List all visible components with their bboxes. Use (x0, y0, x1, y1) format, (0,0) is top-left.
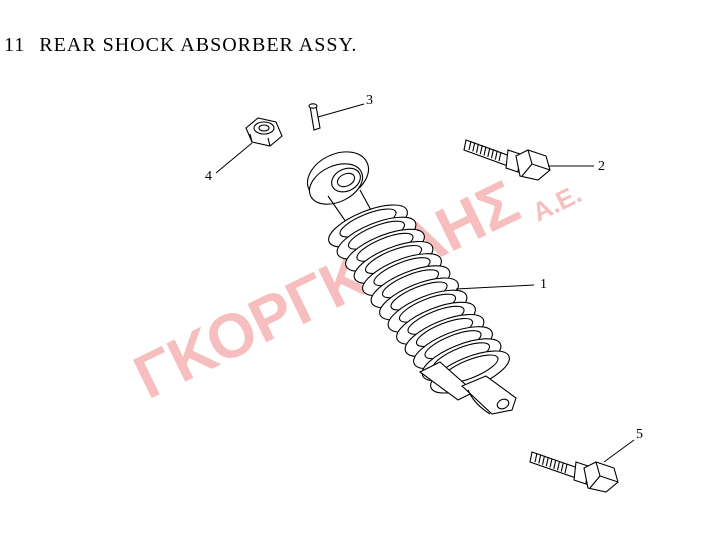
leader-line-3 (317, 103, 365, 118)
bolt-thread (538, 454, 542, 464)
bolt-thread (553, 459, 557, 470)
bolt-thread (545, 456, 549, 467)
callout-3: 3 (366, 93, 373, 108)
leader-line-1 (455, 284, 535, 290)
watermark: ΓΚΟΡΓΚΟΛΗΣ Α.Ε. (124, 167, 586, 412)
bolt-thread (541, 455, 546, 465)
bolt-thread (472, 142, 476, 152)
shock-absorber (306, 151, 517, 415)
bolt-thread (468, 140, 472, 151)
callout-4: 4 (205, 169, 212, 184)
bolt-thread (564, 463, 568, 474)
bolt-thread (549, 458, 553, 468)
callout-1: 1 (540, 277, 547, 292)
diagram-title-text: REAR SHOCK ABSORBER ASSY. (39, 34, 358, 56)
leader-lines (215, 103, 635, 463)
bolt-thread (534, 452, 538, 463)
bolt-2 (463, 139, 551, 181)
bolt-thread (560, 462, 564, 472)
callout-5: 5 (636, 427, 643, 442)
leader-line-4 (215, 142, 253, 174)
bolt-thread (556, 461, 561, 471)
bolt-thread (494, 150, 498, 160)
top-mount-eye (306, 151, 373, 228)
bolt-thread (483, 146, 487, 156)
watermark-suffix: Α.Ε. (527, 178, 586, 227)
diagram-title: 11 REAR SHOCK ABSORBER ASSY. (4, 34, 357, 57)
nut-4 (245, 117, 283, 147)
bolt-thread (498, 151, 502, 162)
leader-line-5 (603, 439, 635, 463)
diagram-number: 11 (4, 34, 26, 56)
pin-3 (308, 103, 321, 131)
bolt-thread (479, 144, 483, 155)
bolt-thread (487, 147, 491, 158)
lower-mount (418, 361, 517, 415)
callout-2: 2 (598, 159, 605, 174)
bolt-5 (529, 451, 619, 493)
bolt-thread (475, 143, 480, 153)
bolt-thread (490, 149, 495, 159)
